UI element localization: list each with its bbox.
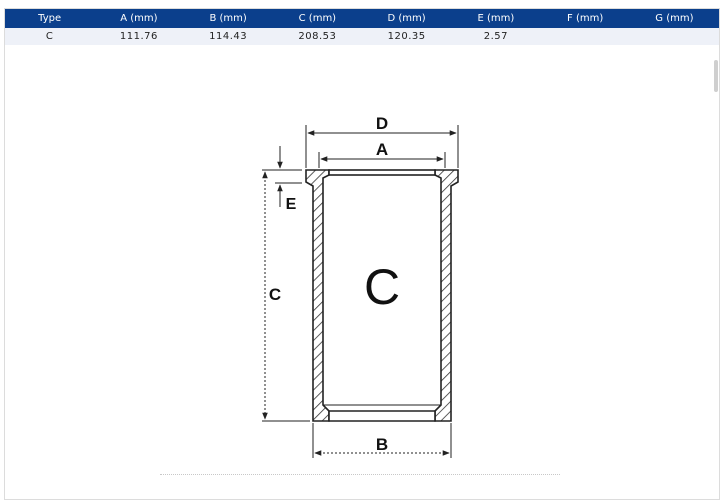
cell-e: 2.57 <box>451 28 541 45</box>
cell-d: 120.35 <box>362 28 452 45</box>
label-c-dimension: C <box>269 285 281 304</box>
scrollbar-thumb[interactable] <box>714 60 718 92</box>
dimension-d <box>305 125 459 168</box>
header-c: C (mm) <box>272 9 362 28</box>
table-header-row: Type A (mm) B (mm) C (mm) D (mm) E (mm) … <box>5 9 719 28</box>
cell-a: 111.76 <box>94 28 184 45</box>
footer-divider <box>160 474 560 475</box>
cell-g <box>629 28 719 45</box>
header-e: E (mm) <box>451 9 541 28</box>
cell-f <box>540 28 630 45</box>
liner-body <box>305 169 459 422</box>
dimension-c <box>262 169 310 422</box>
label-a: A <box>376 140 388 159</box>
label-d: D <box>376 114 388 133</box>
header-a: A (mm) <box>94 9 184 28</box>
cell-type: C <box>5 28 95 45</box>
dimension-a <box>318 152 446 168</box>
label-type: C <box>364 259 400 315</box>
label-b: B <box>376 435 388 454</box>
header-type: Type <box>5 9 95 28</box>
cell-c: 208.53 <box>272 28 362 45</box>
dimension-b <box>312 423 452 458</box>
header-b: B (mm) <box>183 9 273 28</box>
specs-table: Type A (mm) B (mm) C (mm) D (mm) E (mm) … <box>5 9 719 45</box>
table-row: C 111.76 114.43 208.53 120.35 2.57 <box>5 28 719 45</box>
header-g: G (mm) <box>629 9 719 28</box>
header-f: F (mm) <box>540 9 630 28</box>
cell-b: 114.43 <box>183 28 273 45</box>
label-e: E <box>286 196 297 213</box>
header-d: D (mm) <box>362 9 452 28</box>
